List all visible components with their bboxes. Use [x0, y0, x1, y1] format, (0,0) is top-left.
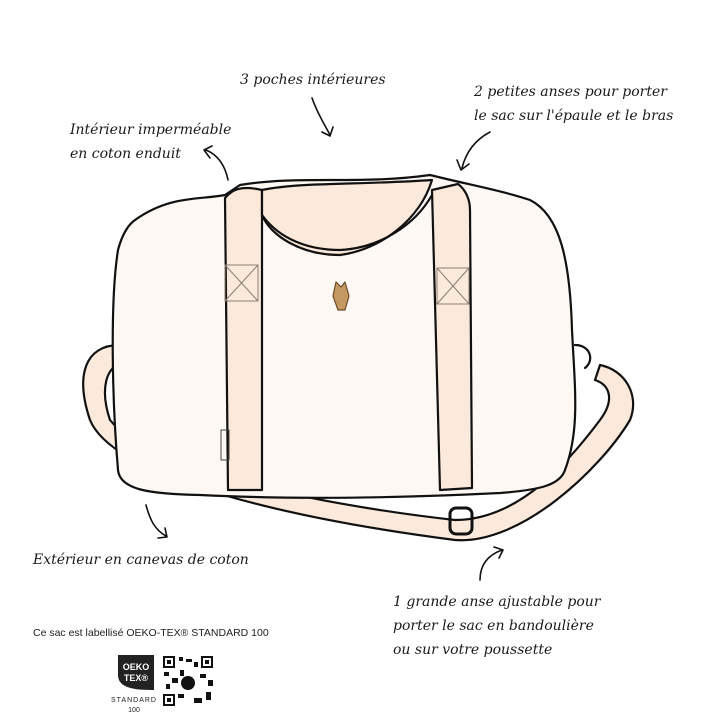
strap-buckle [448, 506, 474, 536]
svg-text:OEKO: OEKO [123, 662, 150, 672]
side-ring [573, 343, 592, 370]
annotation-exterior: Extérieur en canevas de coton [33, 552, 249, 568]
annotation-line: 1 grande anse ajustable pour [393, 594, 601, 610]
annotation-line: en coton enduit [70, 146, 181, 162]
qr-code [162, 655, 214, 707]
brand-label [220, 429, 230, 461]
oeko-tex-logo: OEKO TEX® STANDARD 100 [111, 655, 157, 714]
annotation-arrows [145, 97, 504, 581]
leather-patch [332, 281, 350, 311]
svg-text:STANDARD: STANDARD [111, 697, 157, 704]
annotation-line: 2 petites anses pour porter [474, 84, 667, 100]
certification-text: Ce sac est labellisé OEKO-TEX® STANDARD … [33, 627, 269, 639]
annotation-line: Intérieur imperméable [70, 122, 232, 138]
annotation-line: porter le sac en bandoulière [393, 618, 594, 634]
annotation-handles: 2 petites anses pour porter le sac sur l… [474, 80, 673, 128]
svg-text:TEX®: TEX® [124, 673, 149, 683]
left-handle [223, 186, 264, 492]
annotation-line: le sac sur l'épaule et le bras [474, 108, 674, 124]
handle-loop [260, 178, 434, 257]
annotation-strap: 1 grande anse ajustable pour porter le s… [393, 590, 601, 662]
annotation-interior: Intérieur imperméable en coton enduit [70, 118, 231, 166]
svg-text:100: 100 [128, 707, 140, 714]
annotation-pockets: 3 poches intérieures [240, 72, 386, 88]
right-handle [430, 182, 474, 492]
annotation-line: ou sur votre poussette [393, 642, 553, 658]
